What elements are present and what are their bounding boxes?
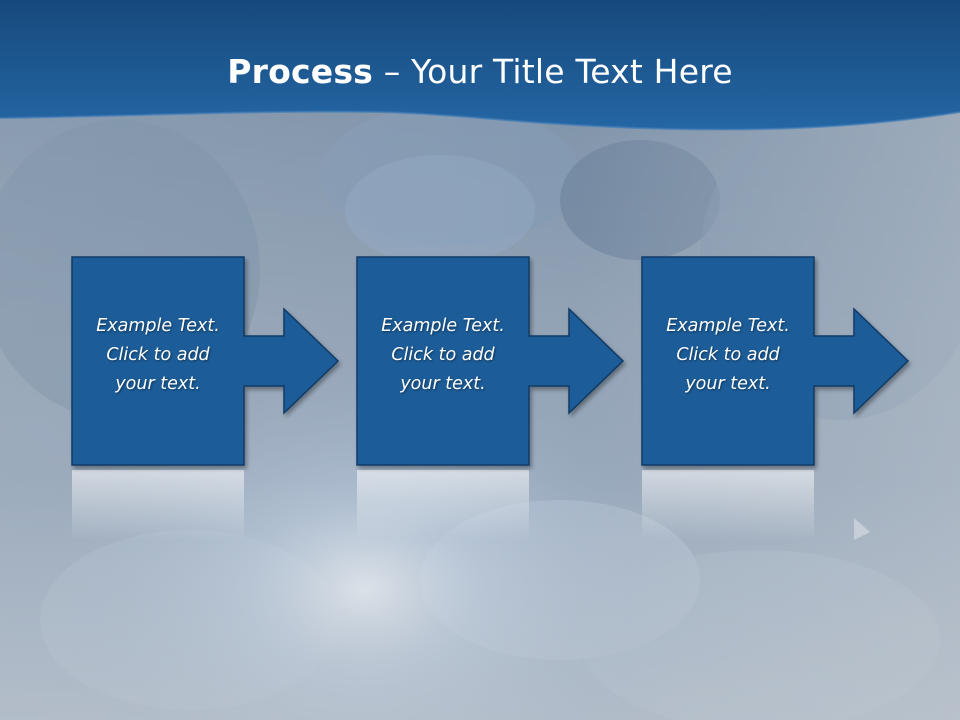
step-reflections: [72, 470, 870, 540]
process-step-3-text[interactable]: Example Text. Click to add your text.: [642, 312, 814, 399]
step-1-line-2: Click to add: [106, 345, 210, 365]
title-rest-part: – Your Title Text Here: [373, 52, 733, 91]
step-2-line-1: Example Text.: [381, 316, 505, 336]
slide-title[interactable]: Process – Your Title Text Here: [0, 52, 960, 91]
step-2-line-3: your text.: [400, 374, 486, 394]
process-step-2-text[interactable]: Example Text. Click to add your text.: [357, 312, 529, 399]
step-3-line-2: Click to add: [676, 345, 780, 365]
title-band: [0, 0, 960, 131]
title-bold-part: Process: [227, 52, 374, 91]
process-step-3-shape[interactable]: [641, 256, 910, 466]
step-1-line-3: your text.: [115, 374, 201, 394]
process-step-2-shape[interactable]: [356, 256, 625, 466]
step-3-line-1: Example Text.: [666, 316, 790, 336]
step-2-line-2: Click to add: [391, 345, 495, 365]
process-step-1-text[interactable]: Example Text. Click to add your text.: [72, 312, 244, 399]
step-3-line-3: your text.: [685, 374, 771, 394]
process-step-1-shape[interactable]: [71, 256, 340, 466]
step-1-line-1: Example Text.: [96, 316, 220, 336]
